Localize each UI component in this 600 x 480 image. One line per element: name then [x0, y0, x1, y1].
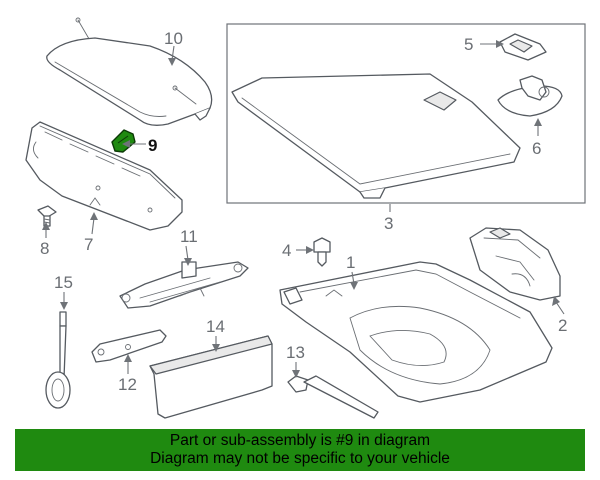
part-1-spare-wheel-tub	[279, 261, 553, 403]
part-11-jack	[119, 261, 249, 309]
inset-box	[226, 23, 586, 204]
part-13-lug-wrench	[287, 375, 379, 419]
part-5-handle	[499, 33, 547, 61]
part-8-screw	[37, 205, 57, 227]
part-2-foam-organizer	[469, 227, 561, 301]
part-14-tray	[149, 335, 273, 419]
part-6-hook	[497, 75, 563, 117]
callout-labels: 10 9 8 7 5 6 3 4 11 1 2 15 14 12 13	[40, 29, 567, 394]
callout-7: 7	[84, 235, 93, 254]
callout-4: 4	[282, 241, 291, 260]
callout-1: 1	[346, 253, 355, 272]
callout-9: 9	[148, 136, 157, 155]
callout-10: 10	[164, 29, 183, 48]
part-3-floor-cover	[231, 73, 521, 199]
callout-2: 2	[558, 316, 567, 335]
exploded-view: 10 9 8 7 5 6 3 4 11 1 2 15 14 12 13	[25, 17, 586, 419]
callout-5: 5	[464, 35, 473, 54]
banner-line-disclaimer: Diagram may not be specific to your vehi…	[150, 450, 450, 467]
part-15-tow-hook	[45, 311, 71, 409]
callout-14: 14	[206, 317, 225, 336]
part-7-trunk-trim	[25, 121, 183, 231]
leader-lines	[42, 40, 565, 378]
part-10-cargo-cover	[46, 17, 213, 126]
callout-12: 12	[118, 375, 137, 394]
callout-15: 15	[54, 273, 73, 292]
info-banner: Part or sub-assembly is #9 in diagram Di…	[15, 429, 585, 471]
callout-11: 11	[180, 227, 198, 246]
part-9-clip-highlighted	[111, 129, 136, 153]
callout-13: 13	[286, 343, 305, 362]
callout-6: 6	[532, 139, 541, 158]
callout-8: 8	[40, 239, 49, 258]
part-4-push-clip	[313, 237, 331, 267]
banner-line-part: Part or sub-assembly is #9 in diagram	[169, 432, 431, 449]
part-12-bracket	[91, 329, 167, 363]
callout-3: 3	[384, 214, 393, 233]
